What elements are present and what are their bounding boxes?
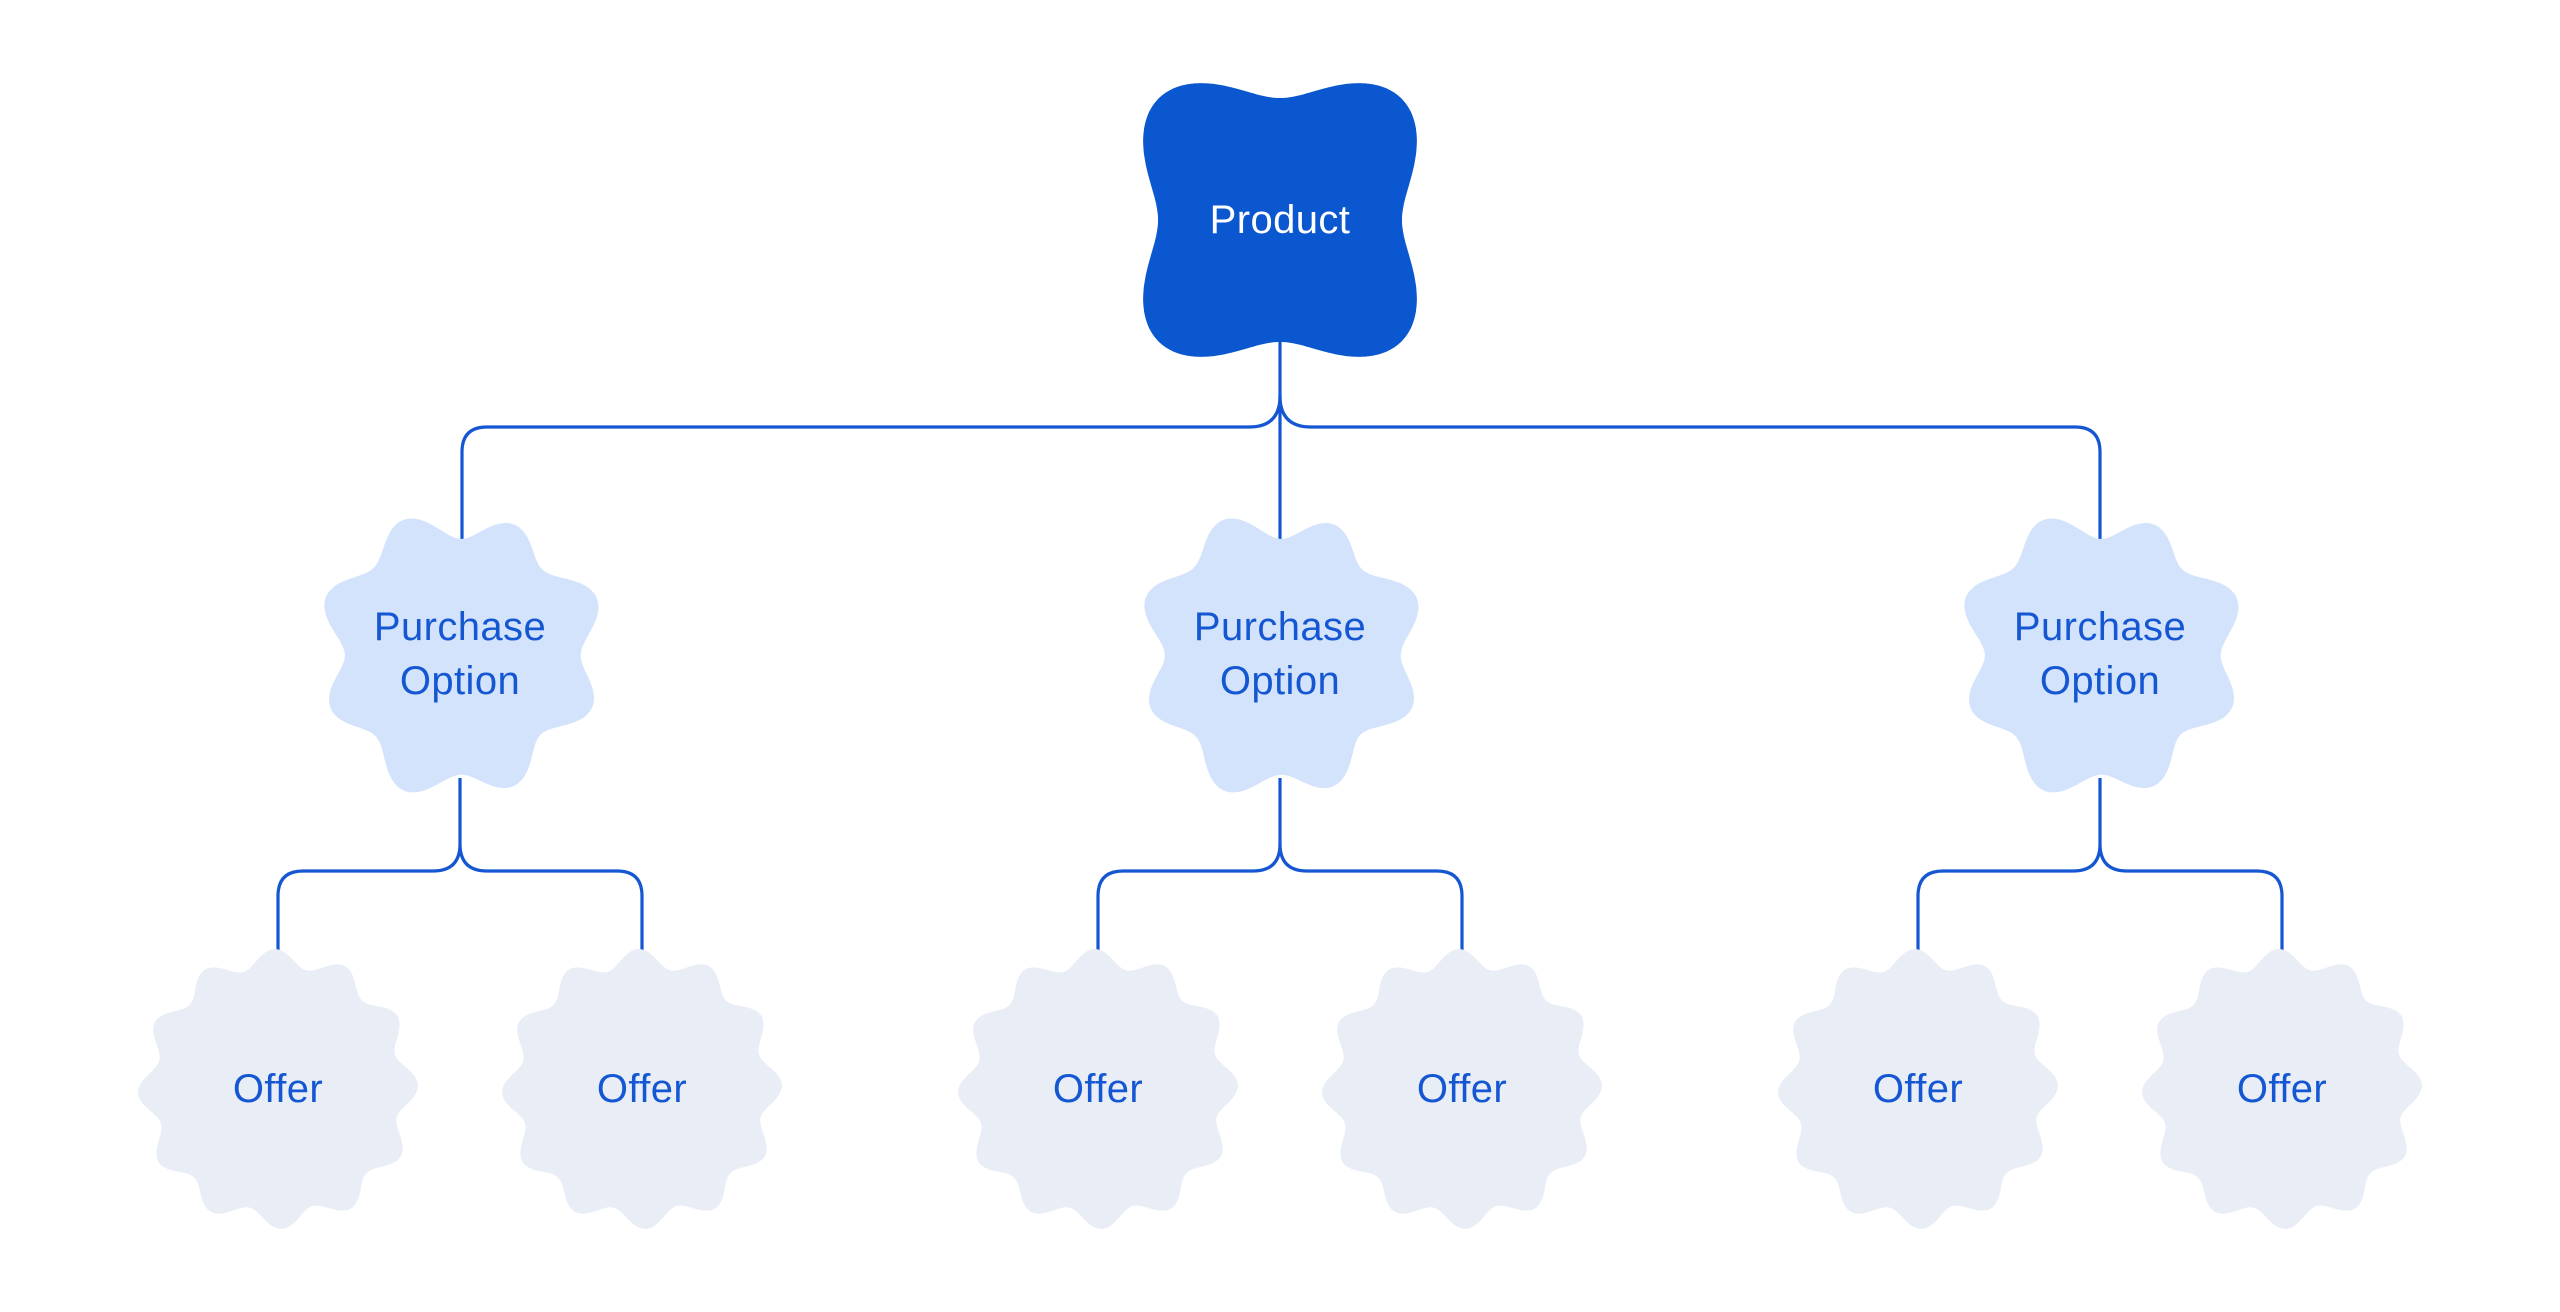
purchase-option-node: Purchase Option (1964, 518, 2239, 793)
offer-node: Offer (138, 949, 418, 1229)
connector-product-right (1278, 395, 2102, 545)
purchase-option-blob (1964, 518, 2239, 793)
purchase-option-label-line2: Option (400, 659, 520, 703)
offer-label: Offer (597, 1067, 687, 1111)
product-label: Product (1210, 198, 1351, 242)
offer-label: Offer (1053, 1067, 1143, 1111)
purchase-option-blob (324, 518, 599, 793)
offer-node: Offer (1778, 949, 2058, 1229)
product-node: Product (1143, 83, 1417, 357)
offer-node: Offer (502, 949, 782, 1229)
connector-option2-left (1096, 843, 1282, 975)
purchase-option-blob (1144, 518, 1419, 793)
offer-label: Offer (2237, 1067, 2327, 1111)
purchase-option-label-line2: Option (1220, 659, 1340, 703)
offer-blob (138, 949, 418, 1229)
purchase-option-label-line2: Option (2040, 659, 2160, 703)
offer-label: Offer (233, 1067, 323, 1111)
purchase-option-label-line1: Purchase (374, 605, 546, 649)
offer-node: Offer (958, 949, 1238, 1229)
offer-label: Offer (1417, 1067, 1507, 1111)
purchase-option-node: Purchase Option (1144, 518, 1419, 793)
offer-node: Offer (2142, 949, 2422, 1229)
purchase-option-label-line1: Purchase (2014, 605, 2186, 649)
connector-option3-right (2098, 843, 2284, 975)
connector-product-left (460, 395, 1282, 545)
connector-option1-right (458, 843, 644, 975)
purchase-option-node: Purchase Option (324, 518, 599, 793)
offer-blob (502, 949, 782, 1229)
product-blob (1143, 83, 1417, 357)
connector-option3-left (1916, 843, 2102, 975)
offer-blob (2142, 949, 2422, 1229)
purchase-option-label-line1: Purchase (1194, 605, 1366, 649)
offer-label: Offer (1873, 1067, 1963, 1111)
offer-blob (1778, 949, 2058, 1229)
connector-option1-left (276, 843, 462, 975)
offer-node: Offer (1322, 949, 1602, 1229)
offer-blob (1322, 949, 1602, 1229)
connectors (276, 336, 2284, 975)
offer-blob (958, 949, 1238, 1229)
connector-option2-right (1278, 843, 1464, 975)
